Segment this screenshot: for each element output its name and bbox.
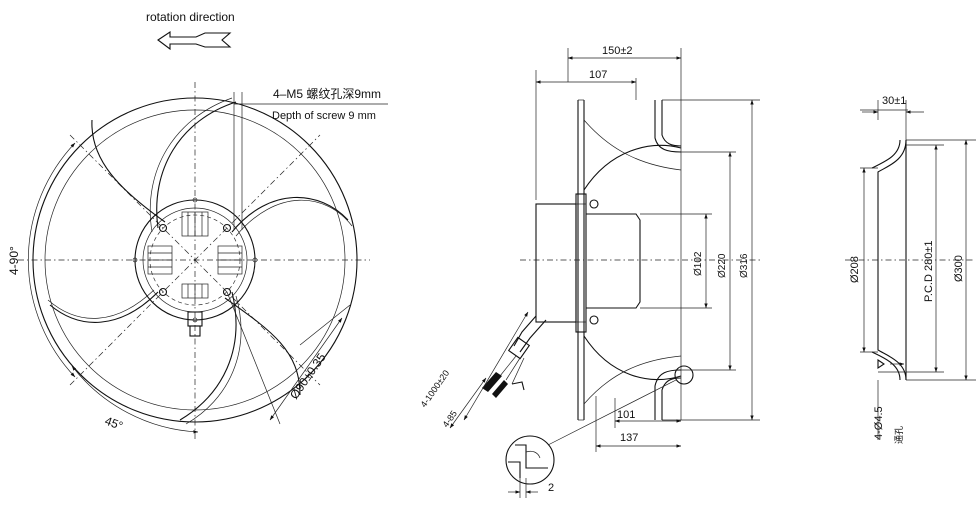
dim-300-label: Ø300 <box>953 255 965 282</box>
cable-1000-label: 4-1000±20 <box>418 368 451 409</box>
angle-45-label: 45° <box>103 414 125 433</box>
detail-leader <box>547 379 677 446</box>
dim-102-label: Ø102 <box>693 251 704 276</box>
dim-220-label: Ø220 <box>717 253 728 278</box>
cable-1000-line <box>463 311 529 421</box>
detail-2-label: 2 <box>548 482 554 494</box>
side-view: 150±2 107 Ø102 <box>418 45 760 498</box>
shroud-top <box>654 100 682 153</box>
blade-profile-top <box>583 144 682 191</box>
blade-profile-bottom <box>583 335 682 381</box>
ring-profile-outer <box>877 139 907 381</box>
angle-4x90-arc <box>27 142 76 378</box>
pcd-90-dimension-line <box>269 317 343 421</box>
angle-4x90-label: 4-90° <box>7 246 21 275</box>
dim-107-label: 107 <box>589 69 607 81</box>
hub-vent-slots <box>147 211 243 299</box>
m5-screw-holes <box>132 197 258 323</box>
rotation-arrow-icon <box>157 30 232 51</box>
detail-view: 2 <box>505 435 555 498</box>
rotation-direction-label: rotation direction <box>146 10 235 24</box>
detail-marker-circle <box>674 365 694 385</box>
ring-view: 30±1 Ø208 P.C.D 280±1 Ø300 4-Ø4.5 通孔 <box>845 95 976 444</box>
mount-bolt-top <box>589 199 599 209</box>
cable-gland <box>187 311 203 337</box>
front-view: rotation direction <box>7 10 388 440</box>
cable-assembly <box>482 315 547 398</box>
pcd-280-label: P.C.D 280±1 <box>923 241 935 302</box>
motor-rear-body <box>535 203 577 323</box>
angle-45-arc <box>71 365 199 434</box>
motor-flange <box>575 193 587 333</box>
dim-150-label: 150±2 <box>602 45 633 57</box>
dim-316-label: Ø316 <box>739 253 750 278</box>
dim-101-label: 101 <box>617 409 635 421</box>
holes-label: 4-Ø4.5 <box>873 406 885 440</box>
dim-208-label: Ø208 <box>849 256 861 283</box>
pcd-90-extension-b <box>299 304 351 346</box>
motor-front-body <box>586 213 641 309</box>
motor-hub-outer <box>134 199 256 321</box>
screw-label-cn: 4–M5 螺纹孔深9mm <box>273 87 381 101</box>
mount-bolt-bottom <box>589 315 599 325</box>
dim-30-label: 30±1 <box>882 95 906 107</box>
pcd-90-extension <box>226 291 281 425</box>
screw-label-en: Depth of screw 9 mm <box>272 110 376 122</box>
dim-137-label: 137 <box>620 432 638 444</box>
cable-85-line <box>449 377 487 429</box>
diagonal-centerline-b <box>69 134 321 386</box>
holes-cn-label: 通孔 <box>894 426 904 444</box>
